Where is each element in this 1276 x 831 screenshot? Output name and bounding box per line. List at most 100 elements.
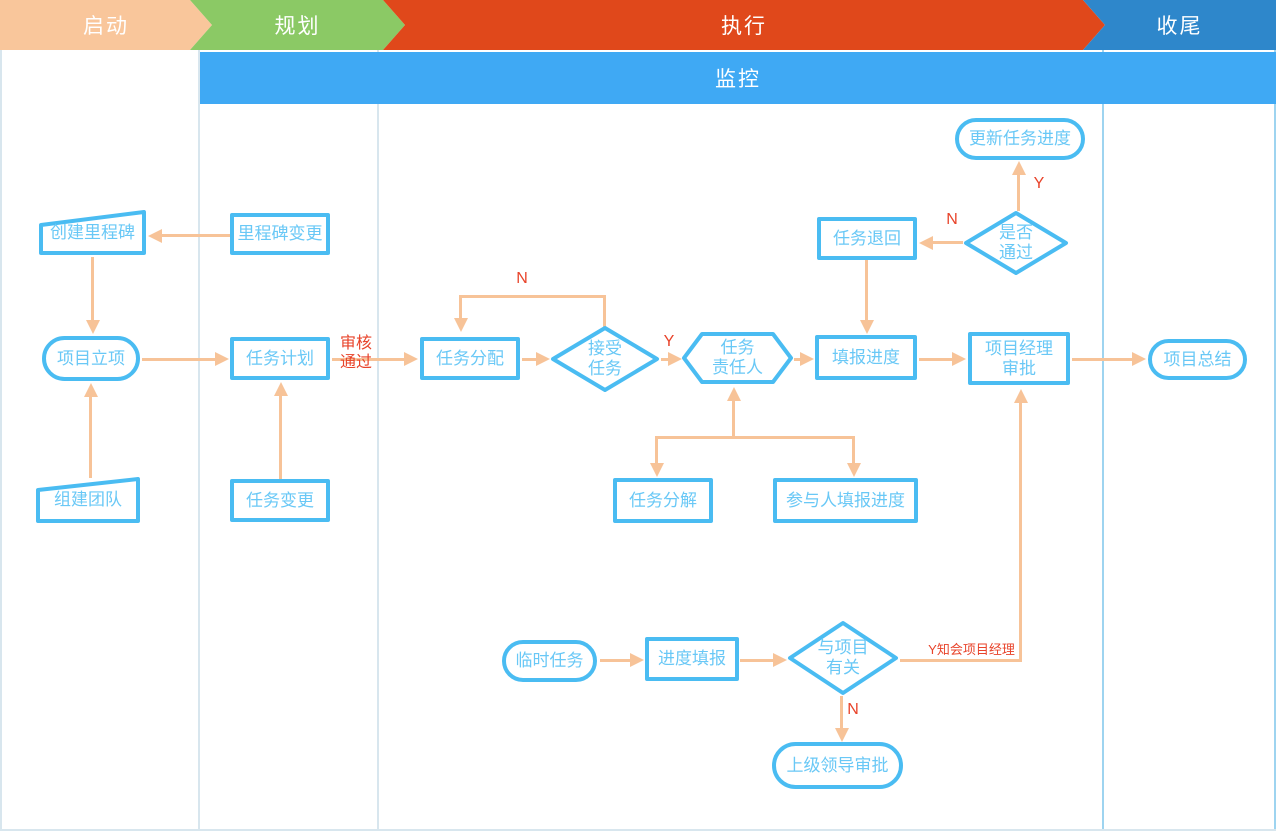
node-project-related: 与项目 有关 [787,620,899,696]
quad-shape [39,210,146,255]
edge-projectrelated-corner [900,659,1022,662]
edge-tee-taskdecompose [655,436,658,464]
node-participant-fill: 参与人填报进度 [773,478,918,523]
phase-band-planning: 规划 [190,0,405,50]
arrowhead-right-taskassign [404,352,418,366]
node-label-milestone-change: 里程碑变更 [237,224,323,243]
monitor-band: 监控 [200,52,1276,104]
node-label-build-team: 组建团队 [54,489,122,509]
node-label-task-change: 任务变更 [246,490,314,510]
edge-pmapprove-projectsummary [1072,358,1134,361]
arrowhead-left-taskreturn [919,236,933,250]
arrowhead-right-projectrelated [773,653,787,667]
edge-label-pass-yes: Y [1033,175,1045,192]
edge-label-related-no: N [847,701,859,718]
node-task-owner: 任务 责任人 [681,331,794,385]
node-label-pm-approve: 项目经理 审批 [985,338,1053,378]
edge-passcheck-updateprogress [1017,174,1020,211]
node-task-assign: 任务分配 [420,337,520,380]
edge-tee-horizontal [655,436,855,439]
node-label-leader-approve: 上级领导审批 [786,755,889,775]
arrowhead-right-accepttask [536,352,550,366]
edge-taskreturn-fillprogress [865,260,868,321]
node-project-initiation: 项目立项 [42,336,140,381]
node-label-progress-fill: 进度填报 [658,649,726,668]
node-label-task-assign: 任务分配 [436,348,504,368]
phase-label-planning: 规划 [274,15,321,38]
node-label-update-progress: 更新任务进度 [969,129,1071,148]
edge-label-review-pass: 审核 通过 [339,335,372,371]
arrowhead-down-taskassign [454,318,468,332]
node-temp-task: 临时任务 [502,640,597,682]
edge-projectrelated-leaderapprove [840,696,843,729]
node-milestone-change: 里程碑变更 [230,213,330,255]
node-pm-approve: 项目经理 审批 [968,332,1070,385]
phase-band-initiation: 启动 [0,0,212,50]
node-label-task-return: 任务退回 [833,228,901,248]
arrowhead-up-taskowner [727,387,741,401]
edge-taskchange-taskplan [279,395,282,479]
lane-divider-2 [377,50,379,831]
arrowhead-up-updateprogress [1012,161,1026,175]
arrowhead-right-progressfill [630,653,644,667]
edge-label-related-yes: Y知会项目经理 [928,642,1015,657]
arrowhead-up-taskplan [274,382,288,396]
node-label-project-summary: 项目总结 [1163,349,1232,369]
node-task-return: 任务退回 [817,217,917,260]
phase-label-closing: 收尾 [1156,15,1203,38]
edge-label-accept-yes: Y [663,333,675,350]
edge-accepttask-loop-down [459,295,462,319]
arrowhead-down-participantfill [847,463,861,477]
phase-label-execution: 执行 [721,15,767,38]
node-label-create-milestone: 创建里程碑 [50,222,135,242]
edge-buildteam-projectinitiation [89,396,92,478]
edge-taskplan-taskassign [332,358,405,361]
node-task-plan: 任务计划 [230,337,330,380]
arrowhead-right-projectsummary [1132,352,1146,366]
frame-right [1274,50,1276,831]
node-fill-progress: 填报进度 [815,335,917,380]
lane-divider-3 [1102,50,1104,831]
edge-taskowner-fillprogress [794,358,802,361]
edge-createmilestone-projectinitiation [91,257,94,322]
edge-corner-pmapprove [1019,402,1022,662]
node-label-fill-progress: 填报进度 [832,347,900,367]
node-accept-task: 接受 任务 [550,325,660,393]
node-label-temp-task: 临时任务 [515,651,584,670]
node-label-task-plan: 任务计划 [246,348,314,368]
arrowhead-right-taskowner [668,352,682,366]
node-leader-approve: 上级领导审批 [772,742,903,789]
diamond-shape [788,621,898,695]
arrowhead-up-pmapprove [1014,389,1028,403]
arrowhead-up-projectinitiation [84,383,98,397]
node-task-change: 任务变更 [230,479,330,522]
edge-fillprogress-pmapprove [919,358,954,361]
edge-taskowner-tee-vertical [732,400,735,439]
edge-milestonechange-createmilestone [160,234,230,237]
node-create-milestone: 创建里程碑 [38,209,147,256]
node-label-task-owner: 任务 责任人 [712,338,763,377]
diamond-shape [551,326,659,392]
edge-passcheck-taskreturn [932,241,963,244]
edge-accepttask-loop-top [459,295,606,298]
node-label-task-decompose: 任务分解 [629,490,697,510]
node-pass-check: 是否 通过 [963,210,1069,276]
phase-label-initiation: 启动 [83,15,129,38]
edge-projectinitiation-taskplan [142,358,216,361]
edge-accepttask-loop-up [603,295,606,327]
arrowhead-down-fillprogress [860,320,874,334]
arrowhead-right-taskplan [215,352,229,366]
node-progress-fill: 进度填报 [645,637,739,681]
edge-label-accept-no: N [516,270,528,287]
edge-accepttask-taskowner [661,358,671,361]
hexagon-shape [682,332,793,384]
arrowhead-down-leaderapprove [835,728,849,742]
node-label-accept-task: 接受 任务 [588,339,622,378]
phase-band-execution: 执行 [383,0,1105,50]
frame-bottom [0,829,1276,831]
node-label-pass-check: 是否 通过 [999,223,1033,262]
diamond-shape [964,211,1068,275]
edge-taskassign-accepttask [522,358,538,361]
arrowhead-down-taskdecompose [650,463,664,477]
